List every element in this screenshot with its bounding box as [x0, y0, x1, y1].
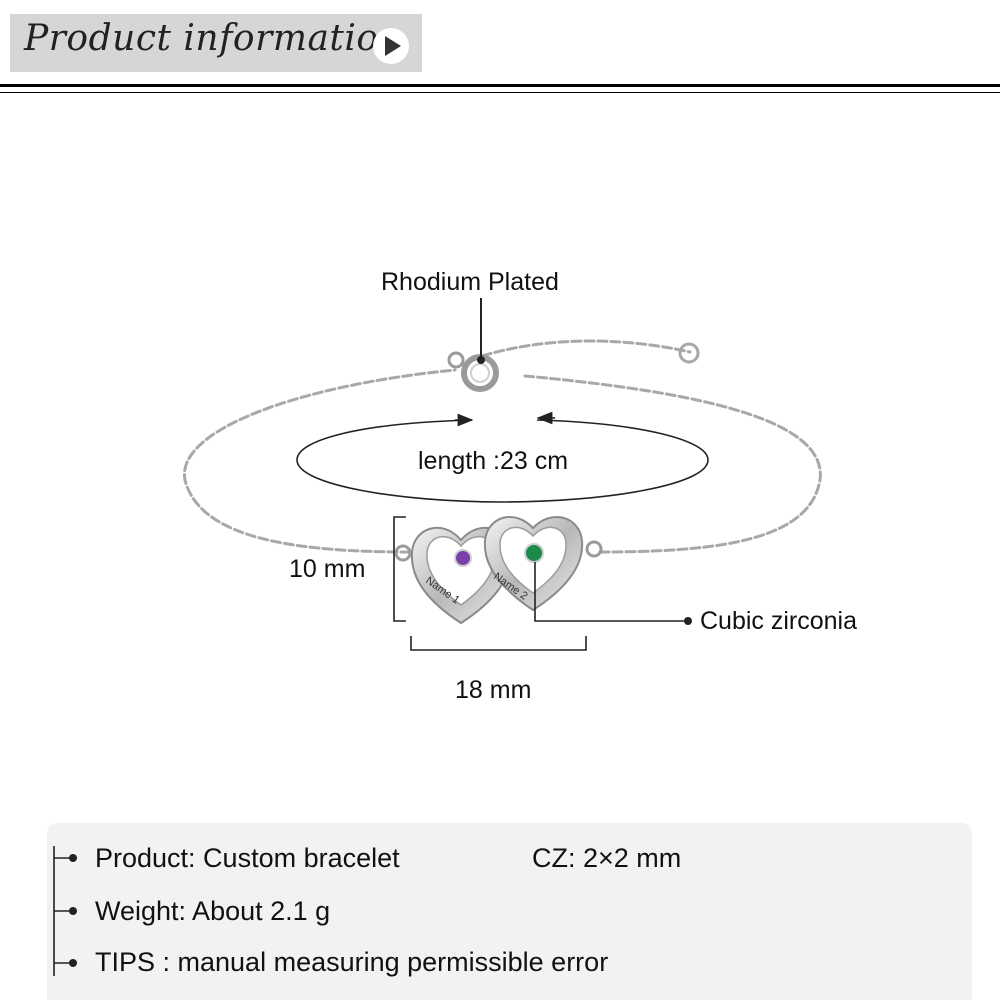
width-label: 18 mm — [455, 676, 532, 704]
play-arrow-icon — [373, 28, 409, 64]
header-banner — [10, 14, 422, 72]
spec-cz-size: CZ: 2×2 mm — [532, 843, 682, 873]
stone-label: Cubic zirconia — [700, 607, 858, 635]
width-bracket — [410, 636, 587, 651]
right-stone — [524, 543, 544, 563]
plating-pointer-dot — [477, 356, 485, 364]
stone-pointer-dot — [684, 617, 692, 625]
header-divider-thick — [0, 84, 1000, 87]
header-title: Product information — [24, 18, 403, 59]
bullet-icon — [54, 907, 77, 915]
bracelet-chain — [183, 339, 822, 554]
stone-pointer-line — [534, 562, 686, 622]
double-heart-pendant: Name 1 Name 2 — [394, 516, 603, 625]
spec-tips: TIPS : manual measuring permissible erro… — [95, 947, 609, 977]
spec-product: Product: Custom bracelet — [95, 843, 400, 873]
length-label: length :23 cm — [418, 447, 569, 475]
specs-panel — [47, 823, 972, 1000]
height-label: 10 mm — [289, 555, 366, 583]
left-stone — [454, 549, 472, 567]
bullet-icon — [54, 854, 77, 862]
plating-label: Rhodium Plated — [381, 268, 559, 296]
length-ellipse — [296, 419, 709, 503]
height-bracket — [393, 516, 406, 622]
bullet-icon — [54, 959, 77, 967]
header-divider-thin — [0, 92, 1000, 93]
chain-end-ring — [678, 342, 700, 364]
spec-weight: Weight: About 2.1 g — [95, 896, 331, 926]
